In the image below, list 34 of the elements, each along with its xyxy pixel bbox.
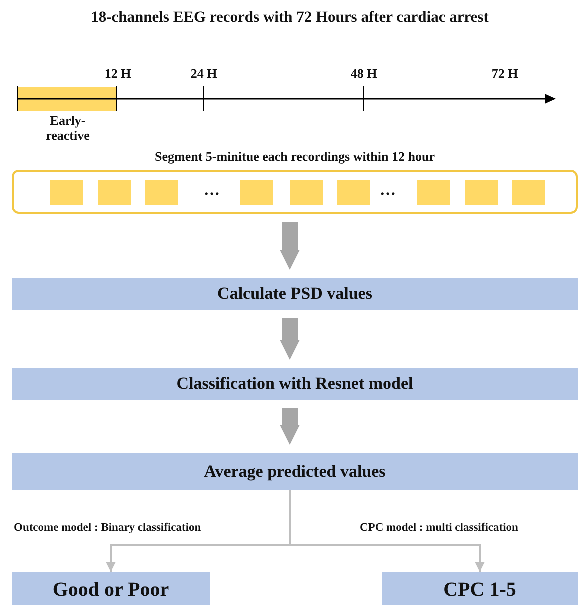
process-box: [12, 368, 578, 400]
segment-box: [50, 180, 83, 205]
edge-label: CPC model : multi classification: [360, 522, 518, 534]
process-box: [12, 453, 578, 490]
process-box: [12, 278, 578, 310]
diagram-title: 18-channels EEG records with 72 Hours after cardiac arrest: [90, 9, 490, 27]
block-arrow: [280, 318, 300, 360]
period-label: Early-reactive: [45, 114, 91, 144]
segment-box: [417, 180, 450, 205]
ellipsis: …: [203, 182, 221, 200]
segment-box: [512, 180, 545, 205]
box-label: CPC 1-5: [444, 578, 516, 602]
box-label: Good or Poor: [52, 578, 170, 602]
box-label: Average predicted values: [204, 462, 386, 482]
process-box: [12, 572, 210, 605]
segment-box: [337, 180, 370, 205]
block-arrow: [280, 408, 300, 445]
segment-box: [290, 180, 323, 205]
container-heading: Segment 5-minitue each recordings within 12 hour: [154, 149, 436, 165]
process-box: [382, 572, 578, 605]
ellipsis: …: [379, 182, 397, 200]
tick-label: 48 H: [350, 66, 378, 82]
segment-box: [240, 180, 273, 205]
tick-label: 12 H: [104, 66, 132, 82]
block-arrow: [280, 222, 300, 270]
connector-arrow: [289, 490, 485, 572]
box-label: Classification with Resnet model: [176, 374, 414, 394]
edge-label: Outcome model : Binary classification: [14, 522, 202, 534]
segment-box: [145, 180, 178, 205]
tick-label: 72 H: [490, 66, 520, 82]
box-label: Calculate PSD values: [218, 284, 372, 304]
segment-box: [465, 180, 498, 205]
segment-box: [98, 180, 131, 205]
tick-label: 24 H: [190, 66, 218, 82]
